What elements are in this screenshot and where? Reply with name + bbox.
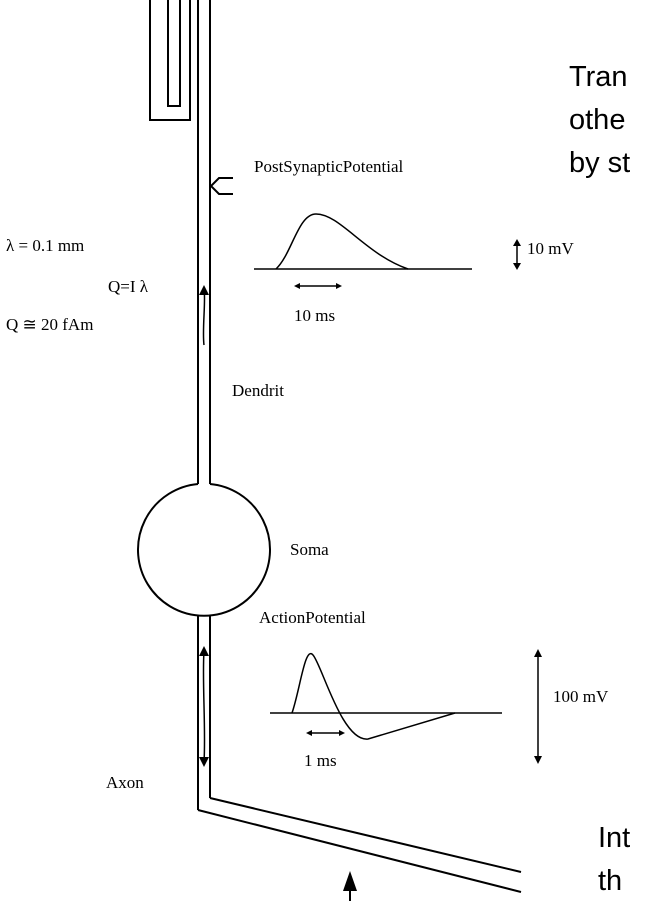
lambda-label: λ = 0.1 mm — [6, 236, 84, 255]
q-formula-label: Q=I λ — [108, 277, 149, 296]
action-potential-label: ActionPotential — [259, 608, 366, 627]
current-arrow-dendrite — [199, 285, 209, 346]
psp-duration-arrow — [294, 283, 342, 289]
ap-duration-label: 1 ms — [304, 751, 337, 770]
side-text-line-2: othe — [569, 104, 625, 136]
psp-amplitude-label: 10 mV — [527, 239, 574, 258]
psp-waveform — [254, 213, 472, 270]
ap-duration-arrow — [306, 730, 345, 736]
psp-label: PostSynapticPotential — [254, 157, 404, 176]
dendrite-label: Dendrit — [232, 381, 284, 400]
side-text-line-3: by st — [569, 147, 630, 179]
ap-waveform — [270, 652, 502, 740]
side-text-line-1: Tran — [569, 61, 628, 93]
pointer-arrow — [343, 871, 357, 901]
psp-duration-label: 10 ms — [294, 306, 335, 325]
current-arrow-axon — [199, 646, 209, 767]
side-text-line-4: Int — [598, 822, 630, 854]
q-value-label: Q ≅ 20 fAm — [6, 315, 93, 334]
soma-label: Soma — [290, 540, 329, 559]
axon-label: Axon — [106, 773, 144, 792]
psp-amplitude-arrow — [513, 239, 521, 270]
neuron-outline — [137, 0, 522, 893]
ap-amplitude-arrow — [534, 649, 542, 764]
ap-amplitude-label: 100 mV — [553, 687, 609, 706]
side-text-line-5: th — [598, 865, 622, 897]
